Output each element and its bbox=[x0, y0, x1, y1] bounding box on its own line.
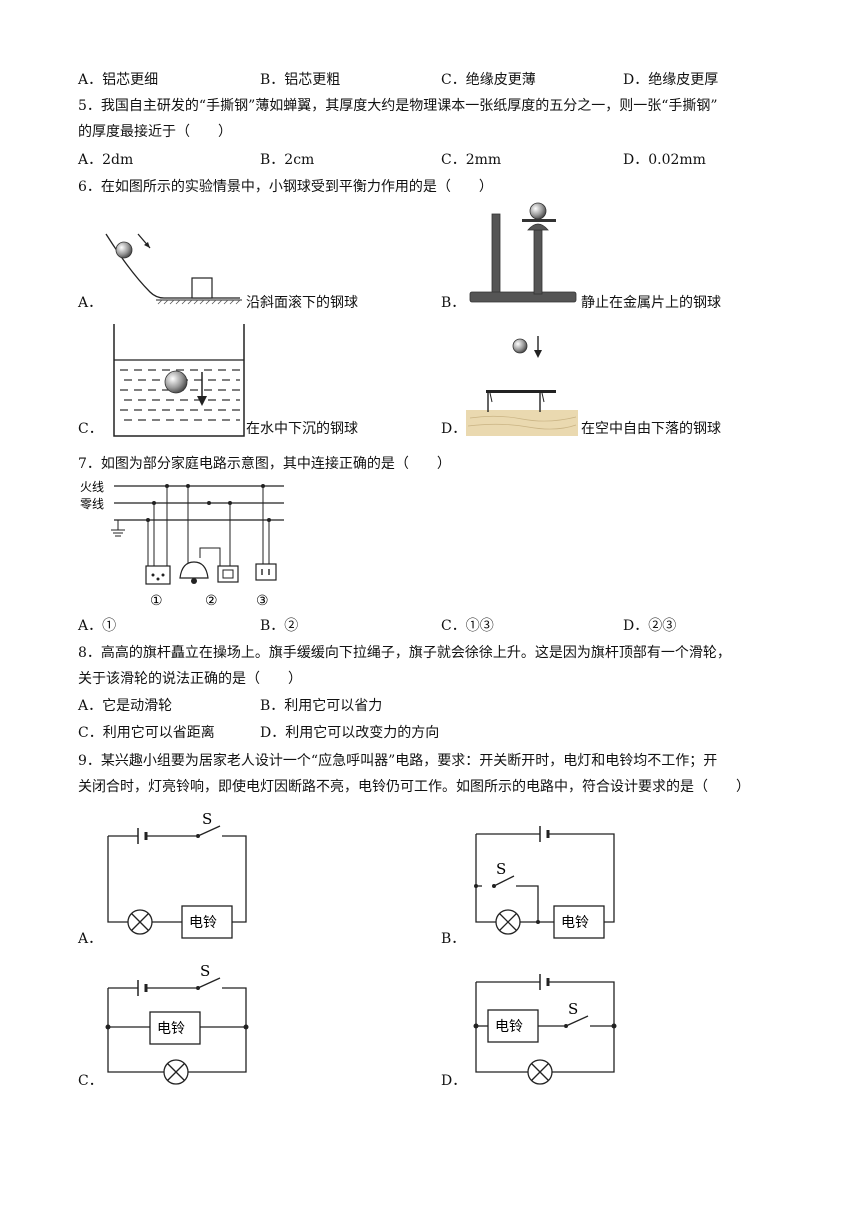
q7-option-d: D．②③ bbox=[623, 618, 677, 634]
q6-option-d-letter: D． bbox=[441, 421, 467, 437]
ball-icon bbox=[164, 370, 188, 394]
ball-icon bbox=[529, 202, 547, 220]
q9-stem-line2: 关闭合时，灯亮铃响，即使电灯因断路不亮，电铃仍可工作。如图所示的电路中，符合设计… bbox=[78, 779, 750, 795]
q8-stem-line1: 8．高高的旗杆矗立在操场上。旗手缓缓向下拉绳子，旗子就会徐徐上升。这是因为旗杆顶… bbox=[78, 645, 731, 661]
neutral-wire-label: 零线 bbox=[80, 497, 104, 511]
bell-label: 电铃 bbox=[561, 915, 589, 931]
q5-option-c: C．2mm bbox=[441, 152, 502, 168]
q4-option-c: C．绝缘皮更薄 bbox=[441, 72, 536, 88]
q4-option-d: D．绝缘皮更厚 bbox=[623, 72, 719, 88]
q8-option-d: D．利用它可以改变力的方向 bbox=[260, 725, 440, 741]
q8-stem-line2: 关于该滑轮的说法正确的是（ ） bbox=[78, 671, 302, 687]
figure-7-household-circuit: 火线 零线 ① ② ③ bbox=[80, 480, 284, 609]
circuit-label-3: ③ bbox=[256, 593, 269, 609]
q8-option-b: B．利用它可以省力 bbox=[260, 698, 383, 714]
q9-stem-line1: 9．某兴趣小组要为居家老人设计一个“应急呼叫器”电路，要求：开关断开时，电灯和电… bbox=[78, 753, 718, 769]
q7-option-a: A．① bbox=[78, 618, 117, 634]
figure-6b-stand bbox=[469, 202, 577, 303]
q6-option-c-caption: 在水中下沉的钢球 bbox=[246, 421, 358, 437]
bell-label: 电铃 bbox=[495, 1019, 523, 1035]
q6-option-c-letter: C． bbox=[78, 421, 103, 437]
q7-option-b: B．② bbox=[260, 618, 299, 634]
figure-9b-circuit: S 电铃 bbox=[474, 826, 615, 939]
q5-option-b: B．2cm bbox=[260, 152, 315, 168]
figure-9c-circuit: S 电铃 bbox=[105, 962, 249, 1085]
bell-icon bbox=[149, 1011, 201, 1045]
q8-option-c: C．利用它可以省距离 bbox=[78, 725, 215, 741]
q4-option-b: B．铝芯更粗 bbox=[260, 72, 341, 88]
q6-option-a-caption: 沿斜面滚下的钢球 bbox=[246, 295, 358, 311]
q9-option-a-letter: A． bbox=[78, 931, 103, 947]
bell-icon bbox=[553, 905, 605, 939]
q6-option-b-caption: 静止在金属片上的钢球 bbox=[581, 295, 721, 311]
q9-option-d-letter: D． bbox=[441, 1073, 467, 1089]
bell-icon bbox=[487, 1009, 539, 1043]
q9-option-b-letter: B． bbox=[441, 931, 466, 947]
figure-6d-falling bbox=[466, 336, 578, 436]
q4-option-a: A．铝芯更细 bbox=[78, 72, 159, 88]
q7-option-c: C．①③ bbox=[441, 618, 494, 634]
switch-label: S bbox=[568, 1000, 578, 1018]
q6-option-d-caption: 在空中自由下落的钢球 bbox=[581, 421, 721, 437]
q6-stem: 6．在如图所示的实验情景中，小钢球受到平衡力作用的是（ ） bbox=[78, 179, 493, 195]
q6-option-a-letter: A． bbox=[78, 295, 103, 311]
figure-6c-water-tank bbox=[113, 324, 245, 437]
figure-6a-incline bbox=[105, 233, 242, 305]
q5-option-a: A．2dm bbox=[78, 152, 134, 168]
q9-option-c-letter: C． bbox=[78, 1073, 103, 1089]
q7-stem: 7．如图为部分家庭电路示意图，其中连接正确的是（ ） bbox=[78, 456, 451, 472]
q5-option-d: D．0.02mm bbox=[623, 152, 706, 168]
figure-9a-circuit: S 电铃 bbox=[107, 810, 247, 939]
q5-stem-line1: 5．我国自主研发的“手撕钢”薄如蝉翼，其厚度大约是物理课本一张纸厚度的五分之一，… bbox=[78, 98, 718, 114]
circuit-label-2: ② bbox=[205, 593, 218, 609]
figure-9d-circuit: 电铃 S bbox=[473, 974, 617, 1085]
ball-icon bbox=[512, 338, 528, 354]
q5-stem-line2: 的厚度最接近于（ ） bbox=[78, 124, 232, 140]
live-wire-label: 火线 bbox=[80, 480, 104, 494]
q8-option-a: A．它是动滑轮 bbox=[78, 698, 173, 714]
ball-icon bbox=[115, 241, 133, 259]
switch-label: S bbox=[496, 860, 506, 878]
q6-option-b-letter: B． bbox=[441, 295, 466, 311]
switch-label: S bbox=[202, 810, 212, 828]
circuit-label-1: ① bbox=[150, 593, 163, 609]
bell-label: 电铃 bbox=[157, 1021, 185, 1037]
bell-icon bbox=[181, 905, 233, 939]
bell-label: 电铃 bbox=[189, 915, 217, 931]
switch-label: S bbox=[200, 962, 210, 980]
